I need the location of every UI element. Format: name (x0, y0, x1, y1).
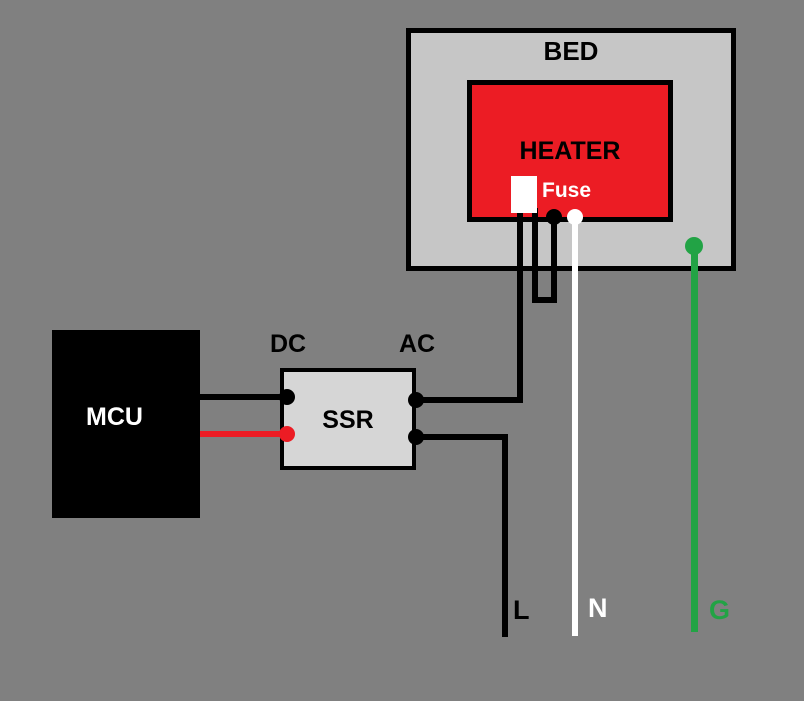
ssr-ac-bottom-terminal-dot (408, 429, 424, 445)
ssr-to-fuse-wire-vertical (517, 208, 523, 403)
fuse-loop-wire-left (532, 208, 538, 303)
ssr-to-live-wire-horizontal (416, 434, 508, 440)
ssr-to-fuse-wire-horizontal (416, 397, 523, 403)
bed-label: BED (543, 36, 599, 66)
ac-label: AC (399, 330, 436, 358)
heater-neutral-terminal-dot (567, 209, 583, 225)
fuse-label: Fuse (542, 179, 592, 202)
neutral-wire (572, 214, 578, 636)
dc-label: DC (270, 330, 307, 358)
live-wire (502, 434, 508, 637)
ssr-ac-top-terminal-dot (408, 392, 424, 408)
heater-live-terminal-dot (546, 209, 562, 225)
mcu-label: MCU (86, 403, 143, 431)
ssr-dc-minus-terminal-dot (279, 426, 295, 442)
neutral-line-label: N (588, 593, 608, 623)
ground-line-label: G (709, 595, 731, 625)
bed-ground-terminal-dot (685, 237, 703, 255)
mcu-box (52, 330, 200, 518)
heater-box (467, 80, 673, 222)
dc-signal-wire-black (200, 394, 288, 400)
ssr-dc-plus-terminal-dot (279, 389, 295, 405)
fuse-loop-wire-bottom (532, 297, 557, 303)
ssr-label: SSR (322, 406, 374, 434)
dc-signal-wire-red (200, 431, 288, 437)
fuse-loop-wire-right (551, 218, 557, 303)
heater-label: HEATER (519, 137, 621, 165)
live-line-label: L (513, 595, 530, 625)
fuse-body (511, 176, 537, 213)
ssr-box (280, 368, 416, 470)
ground-wire (691, 244, 698, 632)
